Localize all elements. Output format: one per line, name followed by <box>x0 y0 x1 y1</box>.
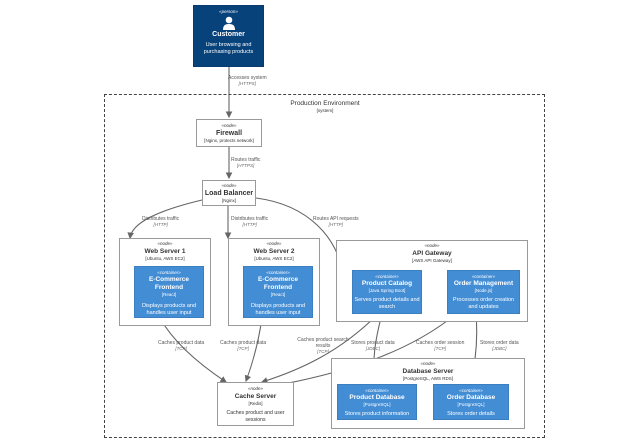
edge-label-distributes-2: Distributes traffic [HTTP] <box>231 216 268 228</box>
edge9-tech: [JDBC] <box>365 346 380 351</box>
edge8-tech: [TCP] <box>317 349 329 354</box>
fe2-title: E-Commerce Frontend <box>257 276 299 291</box>
product-database-container[interactable]: «container» Product Database [PostgreSQL… <box>337 384 417 420</box>
api-tech: [AWS API Gateway] <box>412 258 452 263</box>
orders-desc: Processes order creation and updates <box>452 297 515 310</box>
edge5-text: Routes API requests <box>313 216 359 222</box>
customer-title: Customer <box>212 31 245 38</box>
edge6-tech: [TCP] <box>175 346 187 351</box>
web2-stereotype: «node» <box>266 241 282 246</box>
edge2-text: Routes traffic <box>231 157 261 163</box>
edge-label-routes: Routes traffic [HTTPS] <box>231 157 260 169</box>
customer-person[interactable]: «person» Customer User browsing and purc… <box>193 5 264 67</box>
edge4-text: Distributes traffic <box>231 216 269 222</box>
cache-title: Cache Server <box>234 393 277 400</box>
firewall-tech: [Nginx, protects network] <box>204 138 254 143</box>
firewall-title: Firewall <box>215 130 243 137</box>
edge2-tech: [HTTPS] <box>237 163 255 168</box>
edge10-tech: [TCP] <box>434 346 446 351</box>
web1-tech: [Ubuntu, AWS EC2] <box>145 256 185 261</box>
cache-desc: Caches product and user sessions <box>226 410 285 423</box>
edge-label-api-requests: Routes API requests [HTTP] <box>313 216 359 228</box>
api-stereotype: «node» <box>424 243 440 248</box>
pdb-title: Product Database <box>349 394 405 401</box>
fe1-desc: Displays products and handles user input <box>141 303 197 316</box>
customer-desc: User browsing and purchasing products <box>203 42 254 55</box>
web2-title: Web Server 2 <box>253 248 295 255</box>
odb-desc: Stores order details <box>447 411 495 417</box>
edge-label-store-order: Stores order data [JDBC] <box>480 340 519 352</box>
edge-label-cache-order: Caches order session [TCP] <box>416 340 464 352</box>
edge3-tech: [HTTP] <box>153 222 168 227</box>
catalog-stereotype: «container» <box>375 274 399 279</box>
boundary-title-block: Production Environment [system] <box>250 99 400 114</box>
edge6-text: Caches product data <box>158 340 205 346</box>
web1-title: Web Server 1 <box>144 248 186 255</box>
db-title: Database Server <box>402 368 454 375</box>
catalog-desc: Serves product details and search <box>354 297 420 310</box>
pdb-desc: Stores product information <box>344 411 410 417</box>
catalog-tech: [Java Spring Boot] <box>368 288 406 293</box>
odb-title: Order Database <box>446 394 496 401</box>
odb-tech: [PostgreSQL] <box>457 402 485 407</box>
edge1-tech: [HTTPS] <box>238 81 256 86</box>
orders-tech: [Node.js] <box>474 288 493 293</box>
db-stereotype: «node» <box>420 361 436 366</box>
edge-label-store-product: Stores product data [JDBC] <box>351 340 395 352</box>
edge-catalog-cache <box>260 313 379 384</box>
firewall-node[interactable]: «node» Firewall [Nginx, protects network… <box>196 119 262 147</box>
lb-stereotype: «node» <box>221 183 237 188</box>
load-balancer-node[interactable]: «node» Load Balancer [Nginx] <box>202 180 256 206</box>
edge7-text: Caches product data <box>220 340 267 346</box>
cache-tech: [Redis] <box>248 401 263 406</box>
edge-label-cache-search: Caches product search results [TCP] <box>297 337 349 355</box>
cache-server-node[interactable]: «node» Cache Server [Redis] Caches produ… <box>217 382 294 426</box>
web2-tech: [Ubuntu, AWS EC2] <box>254 256 294 261</box>
edge11-tech: [JDBC] <box>492 346 507 351</box>
db-tech: [PostgreSQL, AWS RDS] <box>402 376 454 381</box>
edge-label-accesses: Accesses system [HTTPS] <box>228 75 267 87</box>
order-management-container[interactable]: «container» Order Management [Node.js] P… <box>447 270 520 314</box>
edge11-text: Stores order data <box>480 340 519 346</box>
edge-label-cache-1: Caches product data [TCP] <box>158 340 204 352</box>
firewall-stereotype: «node» <box>221 123 237 128</box>
order-database-container[interactable]: «container» Order Database [PostgreSQL] … <box>433 384 509 420</box>
edge3-text: Distributes traffic <box>142 216 180 222</box>
frontend-1-container[interactable]: «container» E-Commerce Frontend [React] … <box>134 266 204 318</box>
edge10-text: Caches order session <box>416 340 465 346</box>
lb-title: Load Balancer <box>204 190 254 197</box>
cache-stereotype: «node» <box>247 386 264 391</box>
edge7-tech: [TCP] <box>237 346 249 351</box>
fe2-tech: [React] <box>270 292 286 297</box>
api-title: API Gateway <box>412 250 452 257</box>
product-catalog-container[interactable]: «container» Product Catalog [Java Spring… <box>352 270 422 314</box>
lb-tech: [Nginx] <box>221 198 236 203</box>
orders-title: Order Management <box>453 280 514 287</box>
edge-label-cache-2: Caches product data [TCP] <box>220 340 266 352</box>
boundary-title: Production Environment <box>290 100 360 107</box>
edge-lb-web1 <box>127 199 203 240</box>
edge1-text: Accesses system <box>228 75 267 81</box>
pdb-stereotype: «container» <box>365 388 389 393</box>
edge4-tech: [HTTP] <box>242 222 257 227</box>
edge5-tech: [HTTP] <box>328 222 343 227</box>
odb-stereotype: «container» <box>459 388 483 393</box>
pdb-tech: [PostgreSQL] <box>363 402 391 407</box>
fe1-stereotype: «container» <box>157 270 181 275</box>
production-boundary <box>104 94 545 438</box>
boundary-type: [system] <box>316 108 334 113</box>
web1-stereotype: «node» <box>157 241 173 246</box>
orders-stereotype: «container» <box>471 274 496 279</box>
person-icon <box>222 16 235 30</box>
fe2-stereotype: «container» <box>266 270 290 275</box>
fe2-desc: Displays products and handles user input <box>250 303 306 316</box>
fe1-tech: [React] <box>161 292 177 297</box>
edge9-text: Stores product data <box>351 340 395 346</box>
customer-stereotype: «person» <box>219 9 238 14</box>
edge8-text: Caches product search results <box>297 337 349 349</box>
fe1-title: E-Commerce Frontend <box>148 276 190 291</box>
catalog-title: Product Catalog <box>361 280 413 287</box>
frontend-2-container[interactable]: «container» E-Commerce Frontend [React] … <box>243 266 313 318</box>
edge-label-distributes-1: Distributes traffic [HTTP] <box>142 216 179 228</box>
